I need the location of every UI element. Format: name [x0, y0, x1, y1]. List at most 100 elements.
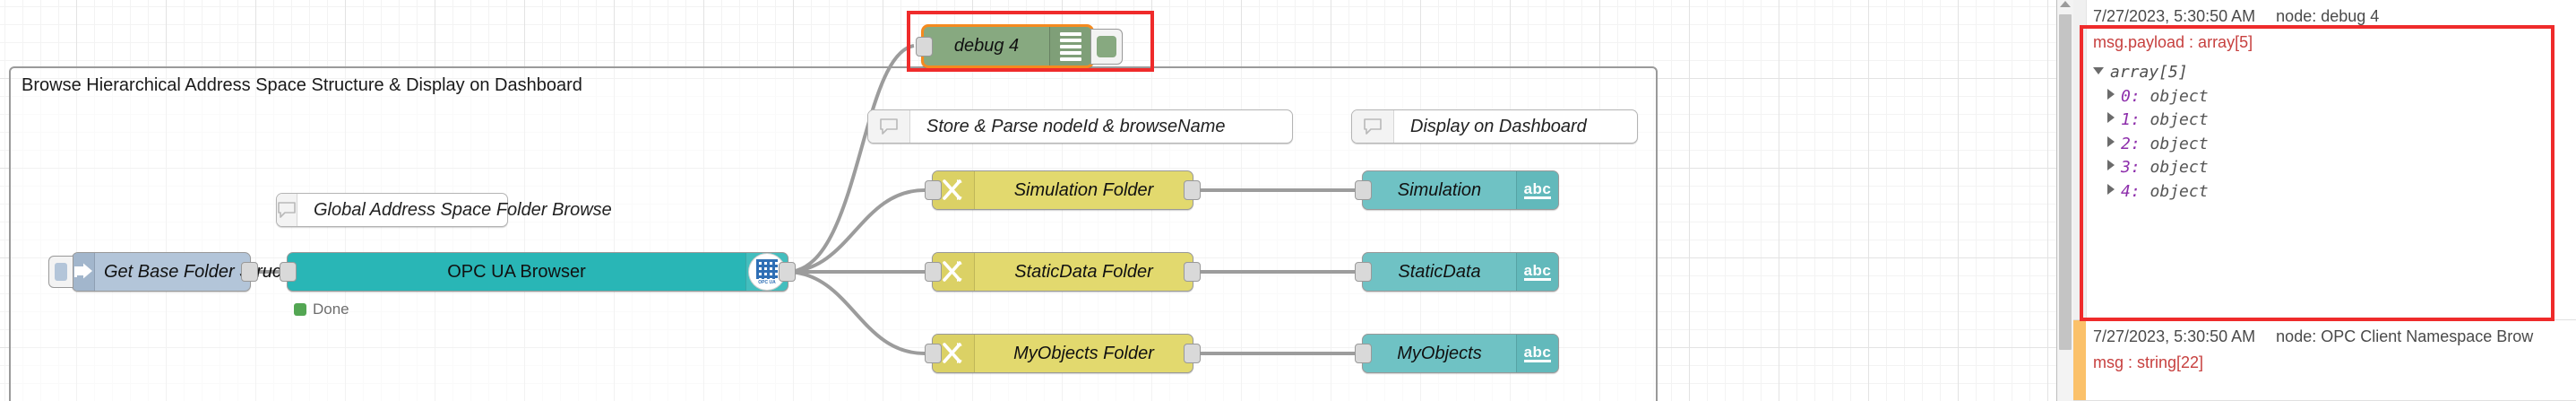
node-output-port[interactable]: [241, 262, 258, 282]
chevron-right-icon[interactable]: [2107, 112, 2115, 123]
flow-canvas[interactable]: Browse Hierarchical Address Space Struct…: [0, 0, 2056, 401]
node-status-opcua: Done: [294, 301, 349, 318]
node-ui-text-simulation[interactable]: Simulation abc: [1355, 170, 1559, 210]
debug-scrollbar[interactable]: [2058, 0, 2072, 401]
node-change-simulation-folder[interactable]: Simulation Folder: [925, 170, 1201, 210]
node-debug-4[interactable]: debug 4: [916, 24, 1123, 68]
message-property: msg : string[22]: [2093, 353, 2204, 371]
comment-bubble-glyph: [278, 202, 296, 218]
inject-arrow-glyph: [74, 263, 92, 279]
message-property: msg.payload : array[5]: [2093, 33, 2253, 51]
node-input-port[interactable]: [1355, 262, 1372, 282]
message-source-node: node: debug 4: [2276, 7, 2380, 25]
debug-message[interactable]: 7/27/2023, 5:30:50 AM node: debug 4 msg.…: [2073, 0, 2576, 320]
chevron-right-icon[interactable]: [2107, 88, 2115, 100]
comment-icon: [277, 194, 297, 226]
abc-icon-text: abc: [1523, 262, 1552, 282]
node-input-port[interactable]: [925, 344, 942, 363]
node-input-port[interactable]: [925, 262, 942, 282]
node-comment-display-dashboard[interactable]: Display on Dashboard: [1351, 109, 1638, 144]
node-input-port[interactable]: [1355, 180, 1372, 200]
message-timestamp: 7/27/2023, 5:30:50 AM: [2093, 327, 2256, 345]
node-opcua-browser[interactable]: OPC UA Browser OPC UA: [280, 252, 796, 292]
node-ui-text-myobjects[interactable]: MyObjects abc: [1355, 334, 1559, 373]
node-label: MyObjects Folder: [1013, 343, 1154, 363]
abc-icon-text: abc: [1523, 180, 1552, 200]
debug-tree-item[interactable]: 3: object: [2093, 156, 2567, 180]
item-index: 4:: [2121, 181, 2141, 201]
chevron-right-icon[interactable]: [2107, 183, 2115, 195]
comment-icon: [868, 110, 910, 143]
node-output-port[interactable]: [1184, 344, 1201, 363]
item-value: object: [2150, 181, 2209, 201]
inject-trigger-button[interactable]: [48, 256, 73, 288]
item-value: object: [2150, 110, 2209, 129]
debug-tree-item[interactable]: 1: object: [2093, 109, 2567, 133]
item-value: object: [2150, 86, 2209, 106]
message-header: 7/27/2023, 5:30:50 AM node: debug 4: [2093, 7, 2567, 26]
node-label: Get Base Folder Structure ¹: [104, 261, 323, 282]
debug-message-list[interactable]: 7/27/2023, 5:30:50 AM node: debug 4 msg.…: [2073, 0, 2576, 401]
node-input-port[interactable]: [916, 36, 933, 57]
node-label: debug 4: [953, 36, 1020, 56]
node-change-myobjects-folder[interactable]: MyObjects Folder: [925, 334, 1201, 373]
node-output-port[interactable]: [779, 262, 796, 282]
item-value: object: [2150, 158, 2209, 177]
node-output-port[interactable]: [1184, 262, 1201, 282]
scrollbar-thumb[interactable]: [2059, 14, 2072, 350]
debug-message[interactable]: 7/27/2023, 5:30:50 AM node: OPC Client N…: [2073, 320, 2576, 401]
comment-bubble-glyph: [1364, 118, 1382, 135]
message-gutter: [2073, 0, 2087, 319]
item-index: 1:: [2121, 110, 2141, 129]
comment-icon: [1352, 110, 1394, 143]
chevron-down-icon[interactable]: [2093, 67, 2104, 74]
debug-sidebar: 7/27/2023, 5:30:50 AM node: debug 4 msg.…: [2056, 0, 2576, 401]
group-title: Browse Hierarchical Address Space Struct…: [22, 75, 582, 95]
node-ui-text-staticdata[interactable]: StaticData abc: [1355, 252, 1559, 292]
item-index: 3:: [2121, 158, 2141, 177]
chevron-right-icon[interactable]: [2107, 135, 2115, 147]
node-output-port[interactable]: [1184, 180, 1201, 200]
abc-icon: abc: [1516, 171, 1558, 209]
scroll-up-arrow-icon[interactable]: [2060, 1, 2071, 7]
comment-bubble-glyph: [880, 118, 898, 135]
abc-icon-text: abc: [1523, 344, 1552, 363]
item-index: 0:: [2121, 86, 2141, 106]
debug-tree-item[interactable]: 4: object: [2093, 180, 2567, 205]
debug-tree-root[interactable]: array[5]: [2093, 61, 2567, 85]
node-inject-get-base-folder[interactable]: Get Base Folder Structure ¹: [48, 252, 323, 292]
message-header: 7/27/2023, 5:30:50 AM node: OPC Client N…: [2093, 327, 2567, 346]
node-input-port[interactable]: [1355, 344, 1372, 363]
message-timestamp: 7/27/2023, 5:30:50 AM: [2093, 7, 2256, 25]
status-dot-icon: [294, 303, 306, 316]
node-comment-store-parse[interactable]: Store & Parse nodeId & browseName: [867, 109, 1293, 144]
abc-icon: abc: [1516, 335, 1558, 372]
node-label: Display on Dashboard: [1410, 116, 1587, 136]
status-label: Done: [313, 301, 349, 318]
debug-tree-item[interactable]: 0: object: [2093, 85, 2567, 109]
node-change-staticdata-folder[interactable]: StaticData Folder: [925, 252, 1201, 292]
node-label: StaticData Folder: [1014, 261, 1153, 282]
node-input-port[interactable]: [280, 262, 297, 282]
message-source-node: node: OPC Client Namespace Brow: [2276, 327, 2534, 345]
item-index: 2:: [2121, 134, 2141, 153]
node-label: StaticData: [1398, 261, 1481, 282]
abc-icon: abc: [1516, 253, 1558, 291]
debug-enable-toggle[interactable]: [1090, 28, 1123, 65]
change-swap-glyph: [943, 261, 962, 282]
debug-tree-item[interactable]: 2: object: [2093, 133, 2567, 157]
node-label: Simulation: [1397, 179, 1482, 200]
node-input-port[interactable]: [925, 180, 942, 200]
message-gutter: [2073, 320, 2086, 400]
debug-list-icon: [1049, 27, 1091, 65]
node-label: MyObjects: [1397, 343, 1482, 363]
node-comment-global-address[interactable]: Global Address Space Folder Browse: [276, 193, 612, 227]
item-value: object: [2150, 134, 2209, 153]
node-label: Store & Parse nodeId & browseName: [926, 116, 1226, 136]
node-label: Global Address Space Folder Browse: [314, 199, 612, 220]
chevron-right-icon[interactable]: [2107, 160, 2115, 170]
change-swap-glyph: [943, 343, 962, 363]
opc-ua-logo-icon: OPC UA: [745, 253, 788, 291]
node-label: OPC UA Browser: [447, 261, 586, 282]
